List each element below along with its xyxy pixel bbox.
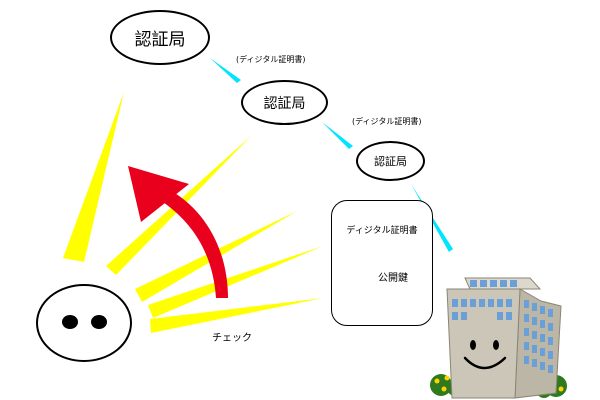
building-side	[514, 288, 562, 399]
mid-ca-label: 認証局	[263, 95, 306, 112]
intermediate-certificate-authority: 認証局	[241, 80, 328, 125]
leaf-ca-label: 認証局	[374, 155, 407, 168]
face-outline	[36, 284, 132, 362]
check-label: チェック	[212, 333, 252, 344]
check-arrow-head	[128, 166, 189, 222]
building-windows	[452, 280, 553, 373]
left-eye	[62, 315, 78, 329]
mid-ca-caption: (ディジタル証明書)	[236, 55, 306, 64]
connector	[210, 58, 241, 83]
signal-ray	[148, 246, 323, 318]
digital-certificate-card: ディジタル証明書 公開鍵	[331, 200, 433, 326]
right-eye	[91, 315, 107, 329]
check-arrow	[128, 166, 228, 298]
issuing-certificate-authority: 認証局	[356, 141, 425, 181]
signal-ray	[150, 298, 323, 333]
certificate-title: ディジタル証明書	[346, 226, 418, 236]
connector	[322, 122, 353, 149]
building-face	[463, 340, 507, 370]
user-face	[36, 284, 132, 362]
public-key-label: 公開鍵	[378, 273, 408, 284]
leaf-ca-caption: (ディジタル証明書)	[352, 117, 422, 126]
signal-ray	[63, 92, 124, 262]
root-certificate-authority: 認証局	[110, 10, 210, 65]
root-ca-label: 認証局	[134, 30, 186, 50]
company-building-icon	[430, 277, 567, 399]
